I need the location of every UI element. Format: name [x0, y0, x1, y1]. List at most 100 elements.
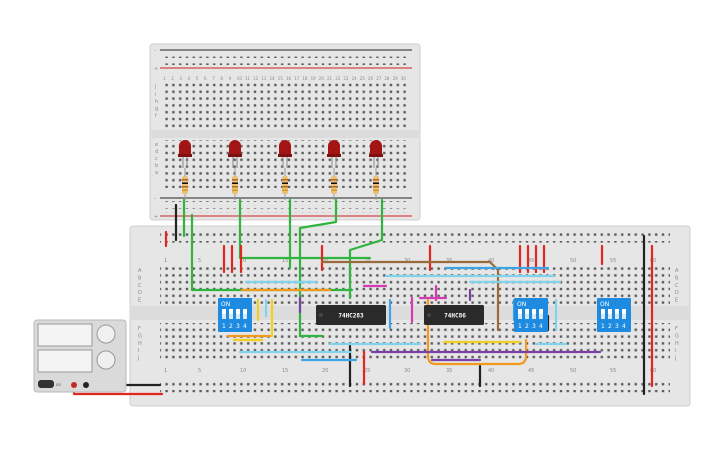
- row-letter: G: [138, 333, 142, 339]
- row-letter: F: [138, 326, 141, 332]
- row-letter: F: [675, 326, 678, 332]
- row-letter: I: [675, 348, 676, 354]
- column-number: 26: [368, 76, 374, 81]
- column-number: 1: [164, 258, 167, 264]
- column-number: 27: [376, 76, 382, 81]
- column-number: 5: [198, 368, 201, 374]
- dip-number: 3: [236, 323, 240, 330]
- column-number: 17: [294, 76, 300, 81]
- row-letter: J: [674, 356, 676, 362]
- dip-on-label: ON: [600, 301, 609, 308]
- column-number: 35: [446, 368, 452, 374]
- resistor[interactable]: [182, 168, 188, 200]
- column-number: 8: [220, 76, 223, 81]
- column-number: 16: [286, 76, 292, 81]
- resistor[interactable]: [282, 168, 288, 200]
- terminal-positive[interactable]: [71, 382, 77, 388]
- row-letter: a: [155, 170, 158, 176]
- row-letter: A: [675, 268, 679, 274]
- led[interactable]: [327, 140, 341, 168]
- column-number: 28: [384, 76, 390, 81]
- column-number: 10: [240, 368, 246, 374]
- row-letter: j: [154, 84, 156, 90]
- rail-minus-symbol: -: [154, 48, 156, 54]
- rail-minus-symbol: -: [154, 196, 156, 202]
- wire-orange[interactable]: [426, 298, 528, 366]
- column-number: 20: [319, 76, 325, 81]
- column-number: 60: [650, 258, 656, 264]
- rail-plus-symbol: +: [154, 214, 158, 220]
- led-array[interactable]: [178, 140, 383, 200]
- column-number: 9: [229, 76, 232, 81]
- rail-plus-symbol: +: [154, 66, 158, 72]
- row-letter: g: [155, 106, 158, 112]
- row-letter: H: [675, 341, 679, 347]
- led[interactable]: [278, 140, 292, 168]
- column-number: 40: [488, 258, 494, 264]
- column-number: 7: [212, 76, 215, 81]
- row-letter: b: [155, 163, 158, 169]
- column-number: 4: [188, 76, 191, 81]
- row-letter: h: [155, 99, 158, 105]
- row-letter: A: [138, 268, 142, 274]
- knob-voltage[interactable]: [96, 324, 116, 344]
- column-number: 13: [261, 76, 267, 81]
- resistor[interactable]: [373, 168, 379, 200]
- row-letter: H: [138, 341, 142, 347]
- column-number: 60: [650, 368, 656, 374]
- column-number: 2: [171, 76, 174, 81]
- row-letter: i: [155, 92, 156, 98]
- column-number: 29: [393, 76, 399, 81]
- column-number: 12: [253, 76, 259, 81]
- dip-number: 3: [532, 323, 536, 330]
- led[interactable]: [228, 140, 242, 168]
- wire-green[interactable]: [348, 198, 384, 300]
- row-letter: D: [138, 290, 142, 296]
- resistor[interactable]: [232, 168, 238, 200]
- row-letter: E: [675, 298, 678, 304]
- column-number: 21: [327, 76, 333, 81]
- led[interactable]: [369, 140, 383, 168]
- dip-number: 1: [518, 323, 522, 330]
- row-letter: f: [155, 113, 157, 119]
- dip-number: 4: [539, 323, 543, 330]
- dip-number: 4: [622, 323, 626, 330]
- power-button[interactable]: [38, 380, 54, 388]
- column-number: 14: [270, 76, 276, 81]
- wire-brown[interactable]: [320, 260, 500, 332]
- row-letter: I: [138, 348, 139, 354]
- row-letter: C: [675, 283, 679, 289]
- row-letter: B: [138, 275, 142, 281]
- column-number: 20: [322, 368, 328, 374]
- column-number: 10: [237, 76, 243, 81]
- knob-current[interactable]: [96, 350, 116, 370]
- display-voltage: [37, 323, 93, 347]
- column-number: 18: [302, 76, 308, 81]
- resistor[interactable]: [331, 168, 337, 200]
- row-letter: E: [138, 298, 141, 304]
- dip-number: 4: [243, 323, 247, 330]
- power-supply[interactable]: on: [33, 319, 127, 393]
- chip-label: 74HC283: [338, 313, 364, 320]
- wires[interactable]: [72, 198, 654, 396]
- column-number: 5: [196, 76, 199, 81]
- column-number: 55: [610, 368, 616, 374]
- row-letter: d: [155, 149, 158, 155]
- row-letter: c: [155, 156, 158, 162]
- column-number: 3: [179, 76, 182, 81]
- led[interactable]: [178, 140, 192, 168]
- column-number: 23: [343, 76, 349, 81]
- terminal-negative[interactable]: [83, 382, 89, 388]
- column-number: 25: [360, 76, 366, 81]
- dip-on-label: ON: [221, 301, 230, 308]
- column-number: 5: [198, 258, 201, 264]
- chip-74hc283[interactable]: 74HC283: [316, 302, 386, 328]
- chip-74hc86[interactable]: 74HC86: [424, 305, 484, 325]
